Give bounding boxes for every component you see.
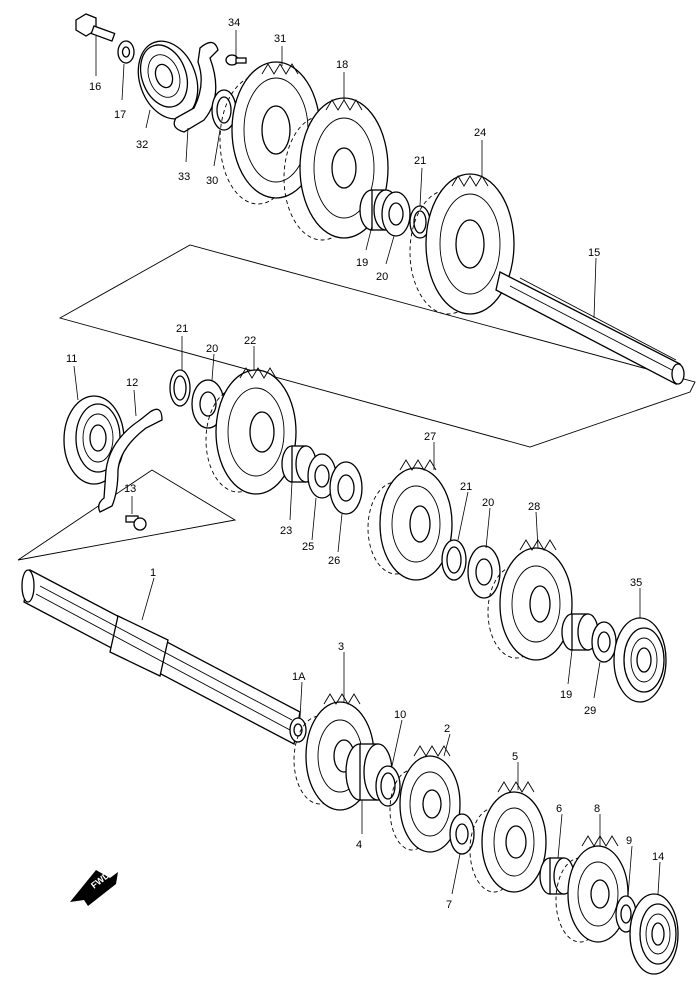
callout-21-right: 21: [460, 481, 472, 493]
callout-27: 27: [424, 431, 436, 443]
driveshaft-group-outline: [17, 469, 237, 561]
circlip-21-right: [441, 539, 467, 581]
callout-32: 32: [136, 139, 148, 151]
gear-27: [367, 459, 453, 581]
circlip-10: [375, 765, 401, 807]
callout-2: 2: [444, 723, 450, 735]
screw-13: [125, 515, 147, 531]
callout-6: 6: [556, 803, 562, 815]
callout-26: 26: [328, 555, 340, 567]
callout-30: 30: [206, 175, 218, 187]
bearing-retainer-33: [173, 41, 219, 133]
screw-34: [225, 54, 247, 66]
callout-7: 7: [446, 899, 452, 911]
callout-35: 35: [630, 577, 642, 589]
forward-arrow-icon: FWD: [70, 870, 118, 906]
callout-22: 22: [244, 335, 256, 347]
callout-33: 33: [178, 171, 190, 183]
callout-25: 25: [302, 541, 314, 553]
callout-28: 28: [528, 501, 540, 513]
callout-20-middle: 20: [206, 343, 218, 355]
washer-7: [449, 813, 475, 855]
bearing-35: [613, 617, 667, 703]
callout-20-upper: 20: [376, 271, 388, 283]
callout-1: 1: [150, 567, 156, 579]
callout-4: 4: [356, 839, 362, 851]
countershaft-15: [495, 271, 685, 385]
callout-3: 3: [338, 641, 344, 653]
washer-17: [117, 40, 135, 64]
callout-18: 18: [336, 59, 348, 71]
washer-25: [307, 453, 337, 499]
callout-5: 5: [512, 751, 518, 763]
callout-16: 16: [89, 81, 101, 93]
gear-24: [409, 173, 515, 315]
callout-11: 11: [66, 353, 77, 365]
callout-1A: 1A: [292, 671, 306, 683]
callout-23: 23: [280, 525, 292, 537]
circlip-21-middle: [169, 369, 191, 407]
callout-12: 12: [126, 377, 138, 389]
bolt-16: [75, 13, 116, 42]
gear-31: [219, 61, 321, 205]
gear-28: [487, 539, 573, 661]
callout-24: 24: [474, 127, 486, 139]
gear-8: [555, 835, 629, 943]
callout-19-upper: 19: [356, 257, 368, 269]
callout-10: 10: [394, 709, 406, 721]
countershaft-group-outline: [58, 244, 696, 448]
callout-17: 17: [114, 109, 126, 121]
lock-washer-26: [329, 461, 363, 515]
callout-31: 31: [274, 33, 286, 45]
gear-22: [205, 367, 297, 495]
callout-8: 8: [594, 803, 600, 815]
callout-34: 34: [228, 17, 240, 29]
callout-20-right: 20: [482, 497, 494, 509]
bushing-19-right: [561, 613, 599, 651]
bearing-32: [137, 40, 199, 120]
callout-21-middle: 21: [176, 323, 188, 335]
callout-14: 14: [652, 851, 664, 863]
washer-1A: [289, 717, 307, 743]
callout-19-right: 19: [560, 689, 572, 701]
bearing-retainer-12: [98, 408, 163, 513]
gear-5: [469, 781, 547, 893]
part-callouts: 16 17 32 33 34 30 31 18 19 20 21 24 15 1…: [66, 17, 664, 911]
splined-washer-20-right: [467, 545, 501, 599]
washer-29: [591, 621, 617, 663]
bearing-14: [629, 893, 679, 975]
gear-2: [389, 745, 461, 853]
callout-13: 13: [124, 483, 136, 495]
callout-9: 9: [626, 835, 632, 847]
splined-washer-20-upper: [381, 191, 411, 237]
callout-21-upper: 21: [414, 155, 426, 167]
driveshaft-1: [21, 569, 301, 745]
callout-15: 15: [588, 247, 600, 259]
callout-29: 29: [584, 705, 596, 717]
